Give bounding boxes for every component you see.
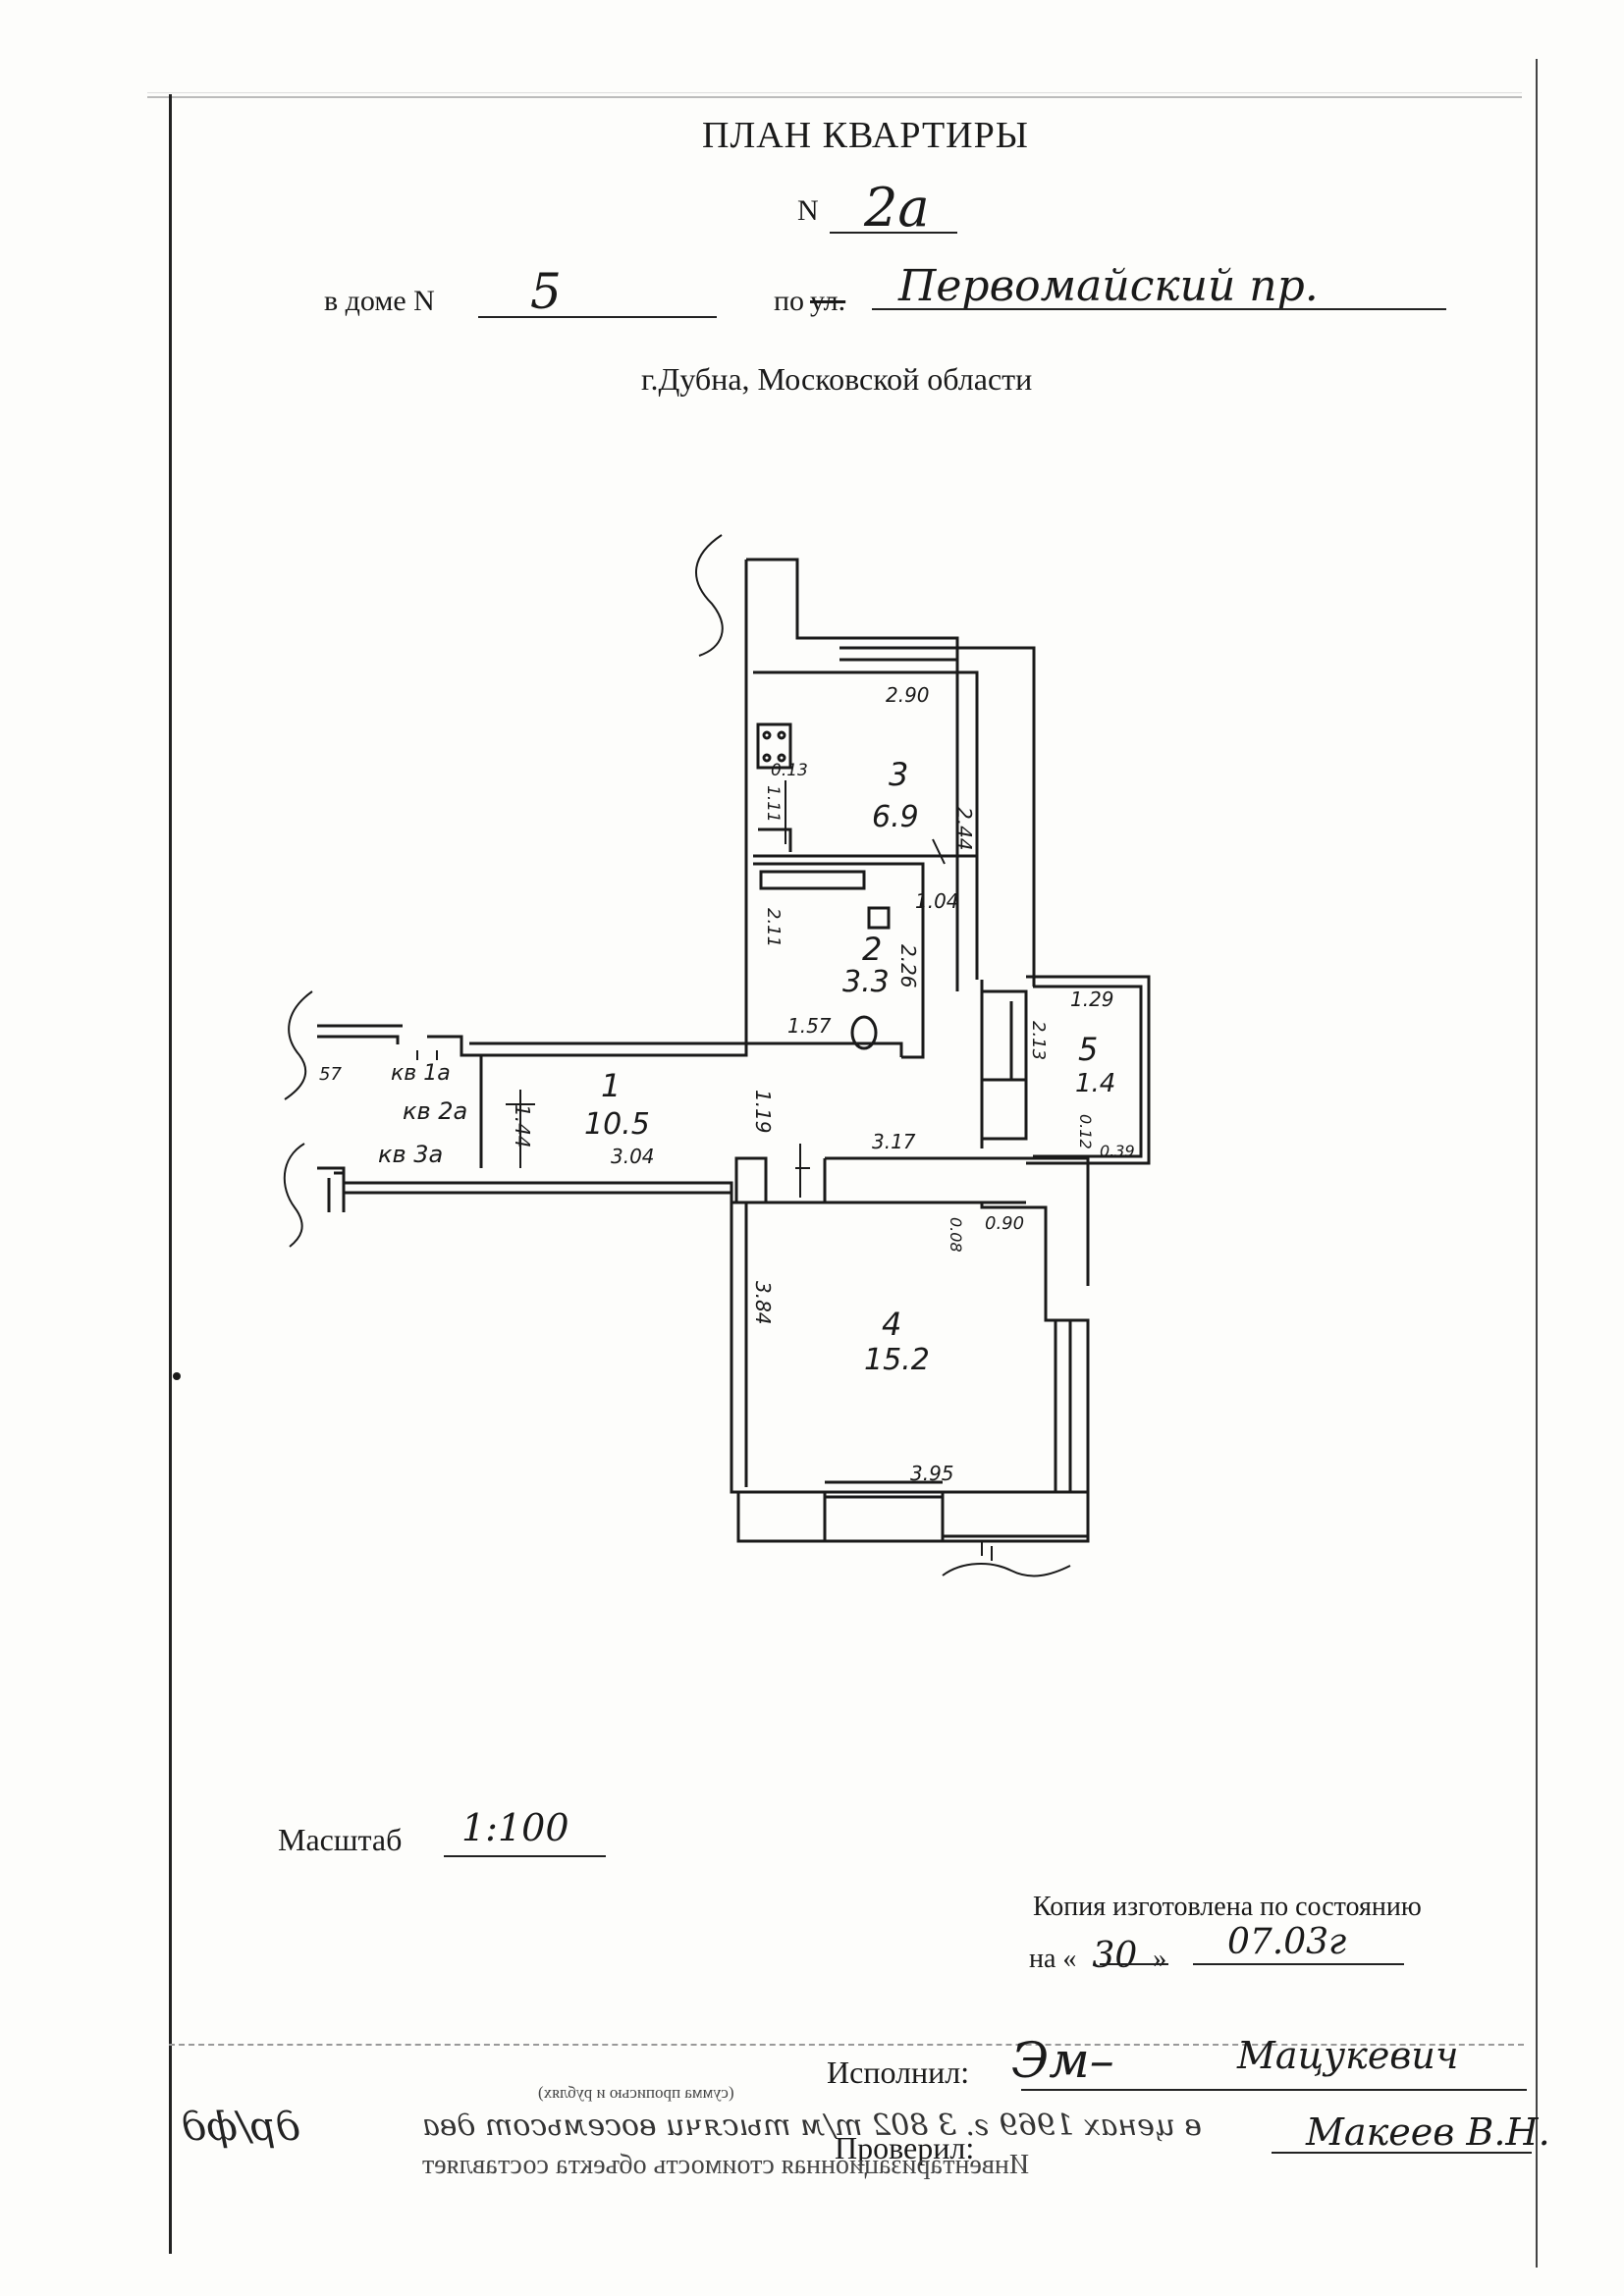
- dim-3-17: 3.17: [872, 1130, 916, 1153]
- wall-corridor-top: [317, 1035, 748, 1057]
- dim-3-84: 3.84: [751, 1281, 775, 1325]
- page-left-border: [169, 94, 172, 2254]
- page-edge-shadow: [147, 92, 1522, 93]
- room-1-number: 1: [601, 1067, 621, 1104]
- page-top-edge: [147, 96, 1522, 98]
- neighbor-apt-2a: кв 2а: [403, 1097, 467, 1125]
- room-3-number: 3: [889, 756, 908, 793]
- window-living-bottom: [825, 1480, 943, 1499]
- dim-kitchen-depth: 2.44: [952, 807, 976, 851]
- dim-1-57: 1.57: [787, 1014, 832, 1038]
- scale-label: Масштаб: [278, 1822, 403, 1857]
- dim-0-90: 0.90: [985, 1213, 1024, 1234]
- room-2-number: 2: [862, 931, 882, 968]
- room-5-number: 5: [1078, 1031, 1098, 1068]
- dim-0-12: 0.12: [1076, 1114, 1095, 1149]
- dim-1-19: 1.19: [751, 1090, 775, 1134]
- dim-1-04: 1.04: [915, 889, 959, 913]
- executed-underline: [1021, 2089, 1527, 2091]
- dim-1-44: 1.44: [511, 1104, 534, 1148]
- dim-1-11: 1.11: [763, 785, 783, 823]
- street-type-struck: ул.: [810, 285, 846, 317]
- house-underline: [478, 316, 717, 318]
- neighbor-apt-3a: кв 3а: [378, 1141, 443, 1168]
- checked-name: Макеев В.Н.: [1306, 2110, 1550, 2154]
- bleed-through-small-text: (сумма прописью и рублях): [538, 2083, 734, 2102]
- dim-2-11: 2.11: [763, 908, 784, 947]
- dim-0-39: 0.39: [1100, 1142, 1135, 1160]
- house-number-value: 5: [530, 263, 562, 320]
- separator-dashed: [169, 2044, 1524, 2046]
- executed-signature: Эм–: [1011, 2032, 1114, 2089]
- city-line: г.Дубна, Московской области: [641, 361, 1033, 397]
- copy-made-text: Копия изготовлена по состоянию: [1033, 1892, 1422, 1922]
- toilet: [850, 1015, 878, 1050]
- wall-kitchen-inner: [753, 670, 979, 980]
- ink-dot: [173, 1372, 181, 1380]
- room-4-area: 15.2: [864, 1343, 930, 1377]
- dim-kitchen-width: 2.90: [886, 683, 930, 707]
- copy-day-underline: [1100, 1963, 1168, 1965]
- copy-date-underline: [1193, 1963, 1404, 1965]
- dim-1-29: 1.29: [1070, 988, 1114, 1011]
- street-name-value: Первомайский пр.: [898, 261, 1319, 311]
- room-2-area: 3.3: [842, 965, 890, 999]
- wall-living-left: [730, 1202, 982, 1543]
- room-1-area: 10.5: [584, 1107, 650, 1142]
- bleed-through-text: в ценах 1969 г. 3 802 т/м тысячи восемьс…: [422, 2109, 1202, 2143]
- street-underline: [872, 308, 1446, 310]
- room-5-area: 1.4: [1075, 1069, 1115, 1098]
- room-4-number: 4: [882, 1306, 901, 1343]
- balcony: [1026, 975, 1151, 1165]
- window-living-side: [1054, 1320, 1072, 1492]
- wall-corridor-bottom: [317, 1166, 982, 1204]
- executed-name: Мацукевич: [1237, 2034, 1459, 2077]
- bleed-through-signature: др/фд: [182, 2105, 301, 2150]
- dim-57: 57: [319, 1064, 342, 1085]
- document-title: ПЛАН КВАРТИРЫ: [702, 115, 1029, 156]
- neighbor-apt-1a: кв 1а: [391, 1061, 451, 1086]
- copy-date-prefix: на «30»: [1029, 1936, 1167, 1976]
- number-underline: [830, 232, 957, 234]
- room-3-area: 6.9: [872, 800, 919, 834]
- apartment-number-value: 2а: [864, 177, 930, 239]
- bathtub: [759, 870, 866, 890]
- bleed-through-bottom-text: Инвентаризационная стоимость объекта сос…: [422, 2150, 1030, 2180]
- dim-3-04: 3.04: [611, 1145, 655, 1168]
- dim-2-26: 2.26: [896, 944, 920, 988]
- stove: [756, 722, 792, 770]
- wall-living-right: [943, 1202, 1090, 1538]
- dim-0-08: 0.08: [947, 1217, 965, 1253]
- dim-2-13: 2.13: [1028, 1021, 1049, 1060]
- wall-bathroom: [753, 862, 925, 1059]
- copy-day-value: 30: [1092, 1936, 1138, 1976]
- checked-label: Проверил:: [835, 2130, 975, 2165]
- street-label: по: [774, 285, 805, 317]
- copy-date-value: 07.03г: [1227, 1922, 1347, 1962]
- dim-3-95: 3.95: [910, 1462, 954, 1485]
- window-kitchen: [839, 646, 957, 662]
- page-right-border: [1536, 59, 1538, 2268]
- house-label: в доме N: [324, 285, 435, 317]
- scale-value: 1:100: [461, 1806, 569, 1849]
- dim-0-13: 0.13: [771, 761, 808, 780]
- apartment-number-label: N: [797, 194, 819, 227]
- scale-underline: [444, 1855, 606, 1857]
- executed-label: Исполнил:: [827, 2055, 970, 2090]
- checked-underline: [1272, 2152, 1532, 2154]
